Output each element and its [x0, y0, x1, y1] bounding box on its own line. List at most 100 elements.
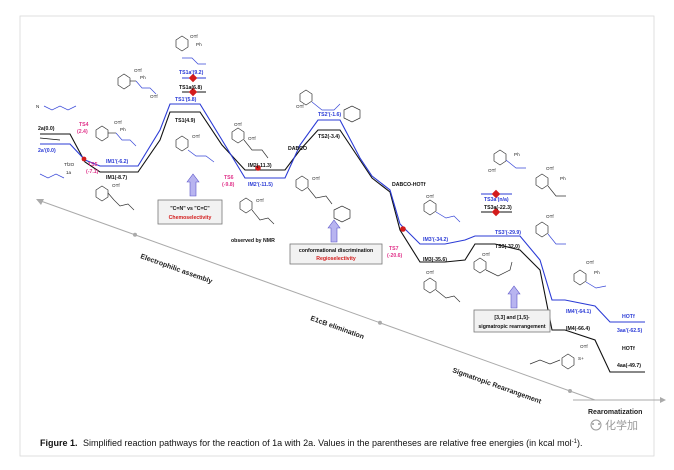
arrow-chemoselectivity — [186, 173, 200, 197]
molecule-ts3a-prime: OTf Ph — [488, 149, 526, 173]
blue-energy-path — [40, 103, 645, 323]
svg-text:Ph: Ph — [560, 176, 566, 181]
rearomatization-arrow — [660, 397, 666, 403]
molecule-ts3-prime: OTf — [535, 214, 566, 245]
label-ts7-value: (-20.6) — [387, 253, 403, 259]
svg-text:OTf: OTf — [234, 122, 242, 127]
label-4aa: 4aa(-49.7) — [617, 363, 641, 369]
label-im4: IM4(-66.4) — [566, 326, 590, 332]
stage-rearomatization: Rearomatization — [588, 409, 642, 416]
arrow-regioselectivity — [327, 219, 341, 243]
label-tf2o: Tf2O — [64, 162, 75, 167]
label-1a: 1a — [66, 170, 72, 175]
label-ts7: TS7 — [389, 246, 399, 252]
label-im2: IM2(-11.3) — [248, 163, 272, 169]
svg-text:Ph: Ph — [594, 270, 600, 275]
label-2a: 2a(0.0) — [38, 126, 55, 132]
molecule-ts2-prime: OTf — [296, 89, 361, 123]
figure-caption: Figure 1. Simplified reaction pathways f… — [40, 438, 582, 448]
svg-text:OTf: OTf — [312, 176, 320, 181]
svg-text:OTf: OTf — [256, 198, 264, 203]
svg-text:OTf: OTf — [296, 104, 304, 109]
label-hotf-1: HOTf — [622, 314, 635, 320]
figure-border — [19, 15, 655, 457]
label-ts3: TS3(-32.0) — [495, 244, 520, 250]
svg-text:OTf: OTf — [190, 34, 198, 39]
svg-text:OTf: OTf — [150, 94, 158, 99]
black-energy-path — [40, 111, 645, 373]
label-im3: IM3(-35.6) — [423, 257, 447, 263]
molecule-observed-nmr: OTf — [239, 197, 275, 225]
svg-text:N: N — [36, 104, 39, 109]
stage-divider-3 — [568, 389, 572, 393]
red-marker-ts1a — [188, 73, 198, 97]
svg-text:OTf: OTf — [482, 252, 490, 257]
label-ts4: TS4 — [79, 122, 89, 128]
label-dabco: DABCO — [288, 146, 307, 152]
label-3aa-prime: 3aa'(-62.5) — [617, 328, 642, 334]
label-ts6: TS6 — [224, 175, 234, 181]
label-im4-prime: IM4'(-64.1) — [566, 309, 591, 315]
svg-text:OTf: OTf — [488, 168, 496, 173]
label-2a-prime: 2a'(0.0) — [38, 148, 56, 154]
molecule-2a-prime — [39, 173, 65, 179]
svg-text:OTf: OTf — [546, 214, 554, 219]
svg-text:OTf: OTf — [580, 344, 588, 349]
red-marker-ts3a — [491, 189, 501, 217]
svg-text:OTf: OTf — [586, 260, 594, 265]
stage-e1cb: E1cB elimination — [309, 315, 364, 341]
watermark-logo: 化学加 — [590, 418, 638, 432]
label-hotf-2: HOTf — [622, 346, 635, 352]
label-ts1: TS1(4.9) — [175, 118, 195, 124]
molecule-ts3a: OTf Ph — [535, 166, 566, 197]
svg-text:conformational discrimination: conformational discrimination — [299, 248, 373, 254]
label-ts3-prime: TS3'(-29.9) — [495, 230, 521, 236]
molecule-im3: OTf — [423, 270, 461, 303]
svg-text:Ph: Ph — [120, 127, 126, 132]
molecule-im1: OTf — [95, 183, 135, 211]
svg-text:Ph: Ph — [196, 42, 202, 47]
molecule-ts1-bottom: OTf — [175, 134, 215, 163]
label-ts2: TS2(-3.4) — [318, 134, 340, 140]
label-dabco-hotf: DABCO-HOTf — [392, 182, 426, 188]
svg-text:[3,3] and [1,5]-: [3,3] and [1,5]- — [494, 315, 529, 321]
molecule-im3-prime: OTf — [423, 194, 461, 223]
label-ts3a: TS3a(-22.3) — [484, 205, 512, 211]
label-ts5-value: (-7.1) — [86, 169, 99, 175]
label-ts1a-prime: TS1a'(9.2) — [179, 70, 204, 76]
label-ts3a-prime: TS3a'(n/a) — [484, 197, 509, 203]
watermark-text: 化学加 — [605, 418, 638, 432]
molecule-im1-prime: OTf Ph — [95, 120, 137, 147]
svg-text:S+: S+ — [578, 356, 584, 361]
svg-text:"C=N" vs "C=C": "C=N" vs "C=C" — [170, 206, 210, 212]
label-ts5: TS5 — [88, 162, 98, 168]
molecule-im2: OTf OTf — [231, 122, 269, 159]
svg-text:OTf: OTf — [114, 120, 122, 125]
box-sigmatropic: [3,3] and [1,5]- sigmatropic rearrangeme… — [473, 309, 551, 333]
stage-divider-1 — [133, 232, 137, 237]
molecule-4aa: S+ OTf — [529, 344, 588, 370]
molecule-ts1a-prime: OTf Ph — [175, 34, 206, 65]
red-marker-ts6 — [255, 165, 261, 171]
stage-axis-start-arrow — [36, 199, 44, 205]
molecule-im4: OTf Ph — [573, 260, 607, 289]
label-im1-prime: IM1'(-6.2) — [106, 159, 129, 165]
svg-text:Ph: Ph — [140, 75, 146, 80]
svg-text:Regioselectivity: Regioselectivity — [316, 256, 356, 262]
red-marker-ts7 — [400, 226, 406, 232]
label-ts1a: TS1a(6.8) — [179, 85, 202, 91]
label-im2-prime: IM2'(-11.5) — [248, 182, 273, 188]
svg-text:OTf: OTf — [546, 166, 554, 171]
svg-text:sigmatropic rearrangement: sigmatropic rearrangement — [478, 324, 545, 330]
box-chemoselectivity: "C=N" vs "C=C" Chemoselectivity — [157, 199, 223, 225]
box-regioselectivity: conformational discrimination Regioselec… — [289, 243, 383, 265]
molecule-ts1-top: OTf Ph OTf — [117, 68, 158, 99]
svg-text:Ph: Ph — [514, 152, 520, 157]
label-im1: IM1(-8.7) — [106, 175, 127, 181]
molecule-ts3-sig: OTf — [473, 252, 513, 277]
svg-text:OTf: OTf — [134, 68, 142, 73]
stage-axis-line — [37, 199, 596, 401]
label-ts1-prime: TS1'(5.8) — [175, 97, 197, 103]
